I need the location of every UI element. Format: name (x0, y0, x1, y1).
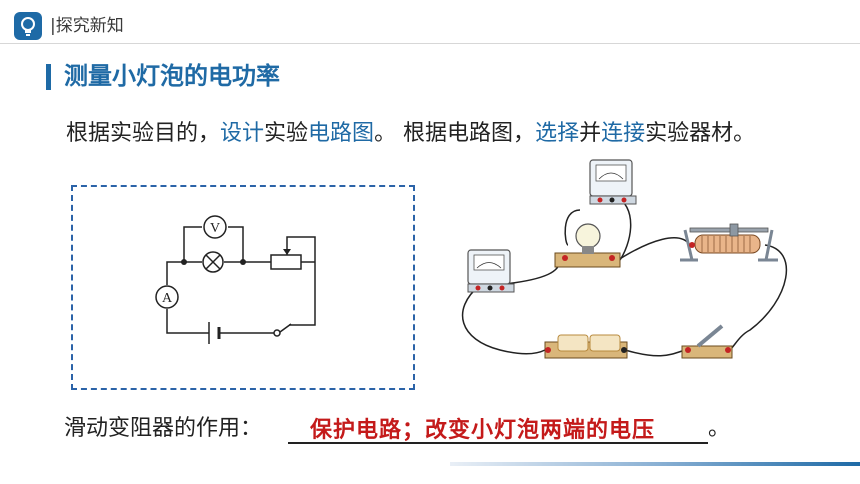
circuit-diagram-frame (71, 185, 415, 390)
section-accent-bar (46, 64, 51, 90)
rheostat-symbol (270, 254, 302, 270)
intro-part: 。 根据电路图， (374, 121, 536, 146)
question-period: 。 (708, 416, 731, 441)
apparatus-illustration (461, 159, 788, 359)
circuit-diagram: V A (155, 215, 316, 344)
intro-part: 并 (579, 121, 602, 146)
bottom-accent-bar (450, 462, 860, 466)
answer-text: 保护电路；改变小灯泡两端的电压 (310, 418, 656, 443)
battery-device (544, 334, 628, 359)
rheostat-device (680, 223, 778, 262)
ammeter-label: A (162, 291, 173, 306)
header-bar: |探究新知 (0, 0, 860, 46)
bulb-device (554, 223, 621, 268)
lamp-symbol (202, 251, 224, 273)
intro-part: 实验 (264, 121, 309, 146)
section-title: 测量小灯泡的电功率 (64, 62, 280, 90)
question-label: 滑动变阻器的作用： (64, 416, 263, 441)
switch-device (681, 324, 733, 359)
answer-underline (288, 442, 708, 444)
switch-symbol (273, 323, 292, 337)
battery-symbol (208, 322, 221, 344)
intro-keyword-design: 设计 (220, 121, 265, 146)
intro-part: 根据实验目的， (66, 121, 221, 146)
ammeter-device (467, 249, 515, 293)
intro-keyword-circuit: 电路图 (308, 121, 375, 146)
logo (14, 12, 42, 40)
voltmeter-symbol (203, 215, 227, 239)
lightbulb-icon (21, 17, 35, 36)
intro-keyword-connect: 连接 (601, 121, 646, 146)
ammeter-symbol (155, 285, 179, 309)
header-divider (0, 43, 860, 44)
intro-text: 根据实验目的，设计实验电路图。 根据电路图，选择并连接实验器材。 (66, 118, 755, 150)
answer-blank: 保护电路；改变小灯泡两端的电压 (288, 410, 708, 444)
intro-part: 实验器材。 (645, 121, 756, 146)
header-title: |探究新知 (50, 16, 124, 36)
voltmeter-device (589, 159, 637, 205)
intro-keyword-select: 选择 (535, 121, 580, 146)
voltmeter-label: V (210, 221, 220, 236)
